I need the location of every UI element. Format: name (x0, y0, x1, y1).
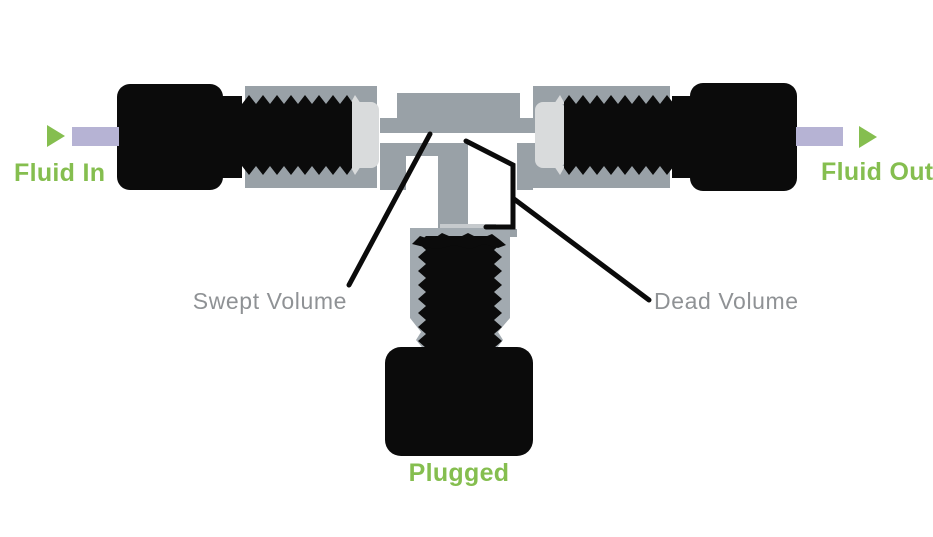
flow-in-arrow-icon (47, 125, 65, 147)
flow-out-arrow-icon (859, 126, 877, 148)
inlet-tube (72, 127, 119, 146)
stem-ledge-highlight (440, 224, 496, 230)
swept-volume-leader-line (346, 131, 433, 288)
fluid-out-label: Fluid Out (821, 158, 933, 186)
plug-threads (418, 236, 502, 355)
plugged-label: Plugged (408, 459, 510, 487)
plug-tip-seal (412, 233, 506, 249)
left-ferrule (349, 95, 379, 175)
right-nut-head (690, 83, 797, 191)
horizontal-bore-channel (352, 133, 565, 143)
left-nut-head (117, 84, 223, 190)
dead-volume-label: Dead Volume (654, 288, 799, 314)
swept-volume-label: Swept Volume (192, 288, 347, 314)
right-fitting-threads (564, 95, 700, 175)
fluid-in-label: Fluid In (14, 159, 106, 187)
dead-volume-bracket (463, 138, 516, 230)
dead-volume-leader-line (511, 196, 652, 303)
right-ferrule (535, 95, 565, 175)
outlet-tube (796, 127, 843, 146)
plug-cap-head (385, 347, 533, 456)
left-fitting-threads (214, 95, 352, 175)
